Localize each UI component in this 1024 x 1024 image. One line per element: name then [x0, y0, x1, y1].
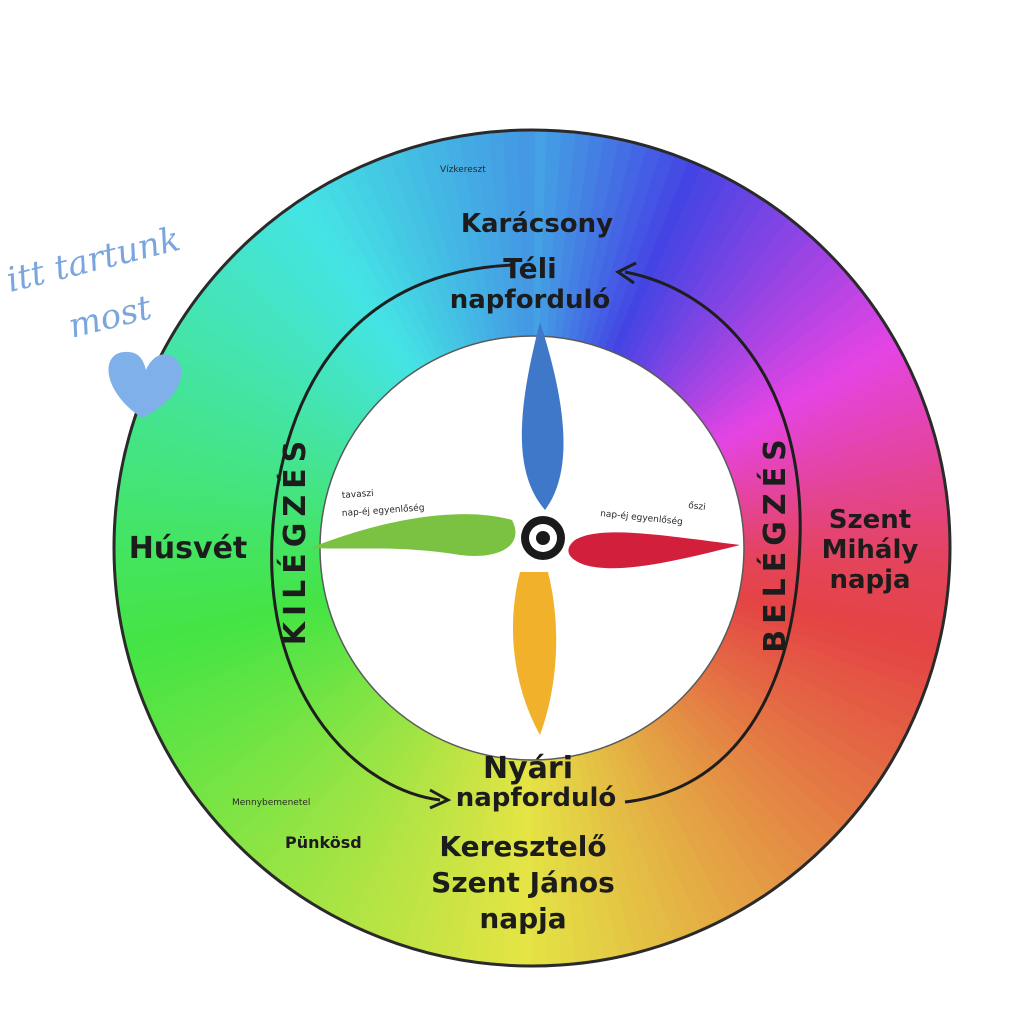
inhale-arrowhead [615, 261, 637, 285]
label-pentecost: Pünkösd [285, 833, 362, 852]
petal-winter [521, 322, 564, 510]
label-exhale: KILÉGZÉS [277, 435, 313, 646]
label-john-1: Keresztelő [439, 830, 606, 863]
outer-border [112, 128, 952, 968]
label-summer-solstice-1: Nyári [483, 751, 573, 786]
label-john-2: Szent János [431, 866, 615, 899]
label-michael-3: napja [829, 565, 910, 595]
inhale-arrow [624, 270, 802, 804]
center-target-dot [536, 531, 550, 545]
label-michael-2: Mihály [822, 535, 919, 565]
petal-autumn [568, 532, 740, 569]
label-inhale: BELÉGZÉS [757, 433, 793, 652]
label-summer-solstice-2: napforduló [456, 783, 617, 813]
label-spring-1: tavaszi [342, 489, 374, 501]
heart-icon [108, 351, 182, 418]
note-line-2: most [65, 288, 156, 347]
exhale-arrowhead [429, 788, 452, 810]
exhale-arrow [270, 263, 516, 802]
label-autumn-1: őszi [688, 501, 706, 513]
label-winter-solstice-1: Téli [503, 252, 557, 285]
label-easter: Húsvét [129, 531, 248, 566]
note-line-1: itt tartunk [3, 219, 185, 301]
label-winter-solstice-2: napforduló [450, 285, 611, 315]
label-epiphany: Vízkereszt [440, 165, 486, 175]
petal-spring [310, 514, 516, 556]
petal-summer [512, 572, 557, 735]
label-michael-1: Szent [829, 505, 911, 535]
label-christmas: Karácsony [461, 209, 613, 239]
label-ascension: Mennybemenetel [232, 798, 310, 808]
label-john-3: napja [479, 902, 566, 935]
